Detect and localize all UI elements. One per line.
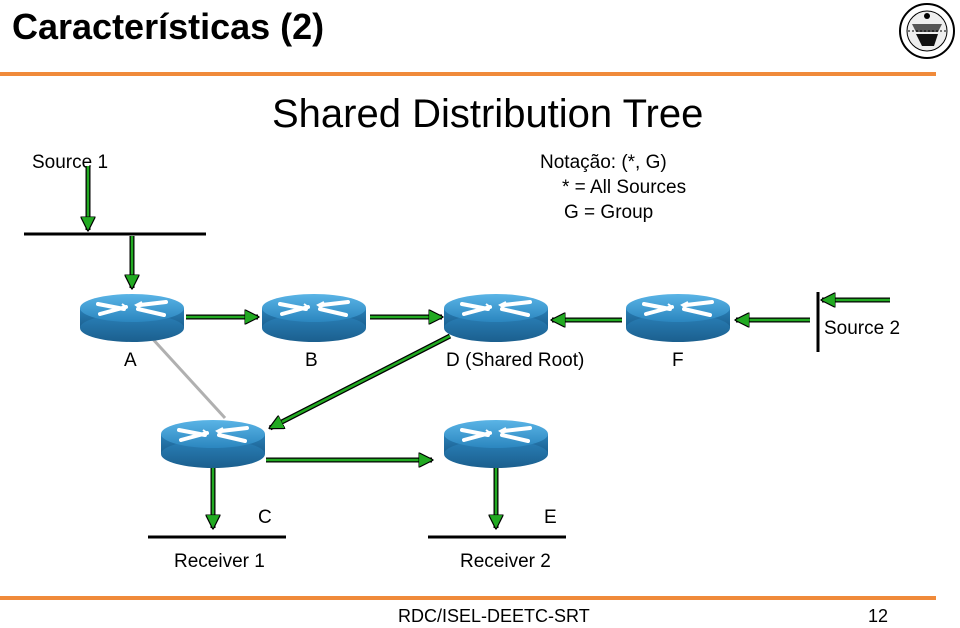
- link-a-c: [148, 334, 227, 420]
- receiver-1-label: Receiver 1: [174, 551, 265, 572]
- isel-logo-icon: [898, 2, 956, 60]
- notation-line-1: Notação: (*, G): [540, 152, 667, 173]
- notation-line-3: G = Group: [564, 202, 654, 223]
- router-a: [80, 292, 184, 342]
- router-a-label: A: [124, 350, 137, 371]
- router-e-label: E: [544, 507, 557, 528]
- source-2-label: Source 2: [824, 318, 901, 339]
- router-d: [444, 292, 548, 342]
- slide-title: Características (2): [12, 6, 325, 47]
- router-e: [444, 418, 548, 468]
- notation-line-2: * = All Sources: [562, 177, 687, 198]
- page-number: 12: [868, 606, 889, 626]
- router-d-label: D (Shared Root): [446, 350, 585, 371]
- router-c: [161, 418, 265, 468]
- router-b-label: B: [305, 350, 318, 371]
- router-b: [262, 292, 366, 342]
- bottom-rule: [0, 596, 936, 600]
- top-rule: [0, 72, 936, 76]
- arrow-d-c: [270, 334, 451, 428]
- receiver-2-label: Receiver 2: [460, 551, 551, 572]
- router-c-label: C: [258, 507, 272, 528]
- router-f-label: F: [672, 350, 684, 371]
- footer-text: RDC/ISEL-DEETC-SRT: [398, 606, 590, 626]
- router-f: [626, 292, 730, 342]
- diagram-title: Shared Distribution Tree: [272, 92, 704, 136]
